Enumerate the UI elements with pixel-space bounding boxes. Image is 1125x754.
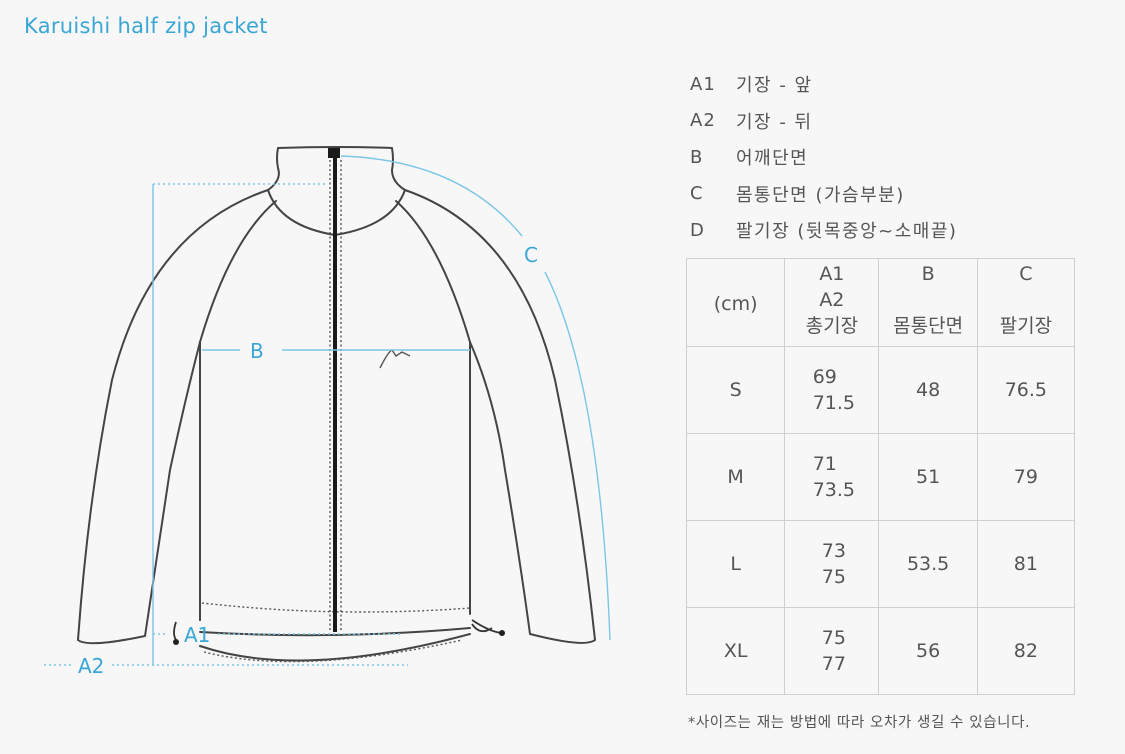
legend-item: C 몸통단면 (가슴부분) (690, 176, 957, 213)
legend-item: A2 기장 - 뒤 (690, 103, 957, 140)
length-cell: 71 73.5 (784, 433, 880, 521)
size-table: (cm) A1 A2 총기장 B 몸통단면 C 팔기장 S 69 71.5 48 … (685, 258, 1076, 695)
sleeve-length-cell: 76.5 (976, 346, 1076, 434)
header-name: 총기장 (805, 315, 859, 337)
header-key: B (921, 263, 935, 285)
label-a2: A2 (78, 654, 104, 678)
label-b: B (250, 339, 264, 363)
jacket-diagram: B C A1 A2 (44, 146, 611, 678)
header-sleeve-length: C 팔기장 (976, 258, 1076, 347)
legend-key: C (690, 183, 704, 205)
legend-item: D 팔기장 (뒷목중앙~소매끝) (690, 212, 957, 249)
body-width-cell: 56 (878, 607, 978, 695)
product-title: Karuishi half zip jacket (24, 14, 268, 38)
a1-value: 71 (812, 453, 837, 475)
size-cell: XL (685, 607, 786, 695)
unit-header: (cm) (685, 258, 786, 347)
header-name: 팔기장 (999, 315, 1053, 337)
header-key: A2 (819, 289, 845, 311)
header-key: C (1019, 263, 1033, 285)
legend-key: D (690, 219, 705, 241)
legend-text: 기장 - 뒤 (736, 111, 813, 133)
header-key: A1 (819, 263, 845, 285)
body-width-cell: 48 (878, 346, 978, 434)
label-c: C (524, 243, 538, 267)
size-cell: S (685, 346, 786, 434)
header-spacer (978, 287, 1074, 313)
a2-value: 75 (821, 566, 846, 588)
header-spacer (879, 287, 976, 313)
sleeve-length-cell: 79 (976, 433, 1076, 521)
a1-value: 73 (821, 540, 846, 562)
a2-value: 71.5 (812, 392, 856, 414)
table-row: S 69 71.5 48 76.5 (685, 346, 1076, 434)
body-width-cell: 53.5 (878, 520, 978, 608)
legend-key: A2 (690, 110, 716, 132)
legend-text: 몸통단면 (가슴부분) (736, 184, 905, 206)
legend-key: A1 (690, 73, 716, 95)
label-a1: A1 (184, 623, 210, 647)
table-header-row: (cm) A1 A2 총기장 B 몸통단면 C 팔기장 (685, 258, 1076, 347)
legend-item: B 어깨단면 (690, 139, 957, 176)
legend-key: B (690, 146, 704, 168)
a1-value: 75 (821, 627, 846, 649)
legend-text: 팔기장 (뒷목중앙~소매끝) (736, 221, 958, 243)
header-length: A1 A2 총기장 (784, 258, 880, 347)
header-body-width: B 몸통단면 (878, 258, 978, 347)
sleeve-length-cell: 81 (976, 520, 1076, 608)
body-width-cell: 51 (878, 433, 978, 521)
table-row: M 71 73.5 51 79 (685, 433, 1076, 521)
length-cell: 69 71.5 (784, 346, 880, 434)
legend-text: 기장 - 앞 (736, 75, 813, 97)
legend-item: A1 기장 - 앞 (690, 66, 957, 103)
size-cell: L (685, 520, 786, 608)
a1-value: 69 (812, 366, 837, 388)
sleeve-length-cell: 82 (976, 607, 1076, 695)
jacket-outline-illustration: B C A1 A2 (44, 146, 611, 678)
legend-text: 어깨단면 (736, 148, 809, 170)
a2-value: 73.5 (812, 479, 856, 501)
header-name: 몸통단면 (893, 315, 964, 337)
measurement-legend: A1 기장 - 앞 A2 기장 - 뒤 B 어깨단면 C 몸통단면 (가슴부분)… (690, 66, 957, 249)
size-disclaimer-note: *사이즈는 재는 방법에 따라 오차가 생길 수 있습니다. (688, 715, 1031, 731)
size-cell: M (685, 433, 786, 521)
a2-value: 77 (821, 653, 846, 675)
